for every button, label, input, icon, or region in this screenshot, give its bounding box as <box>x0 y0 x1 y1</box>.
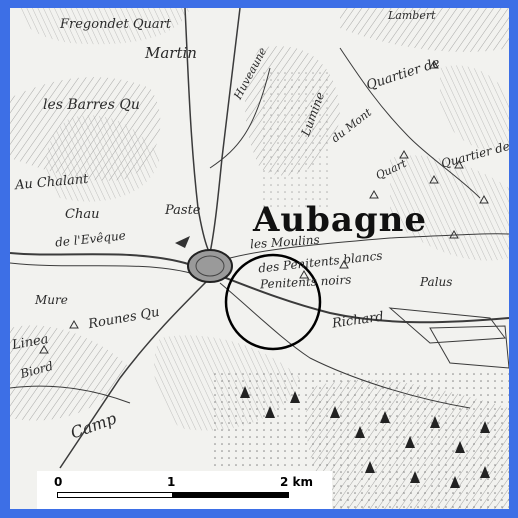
scale-tick-1: 1 <box>167 475 176 489</box>
town-aubagne <box>175 236 233 283</box>
label-martin: Martin <box>145 44 197 62</box>
label-mure: Mure <box>35 293 68 307</box>
scale-fill <box>172 493 288 497</box>
label-town: Aubagne <box>253 200 428 240</box>
scale-tick-0: 0 <box>54 475 63 489</box>
scale-bar: 0 1 2 km <box>37 471 332 509</box>
label-chau: Chau <box>65 207 100 222</box>
label-palus: Palus <box>420 275 453 289</box>
location-highlight-circle <box>224 253 322 351</box>
scale-track <box>57 492 289 498</box>
label-lambert: Lambert <box>388 9 436 22</box>
label-top-left: Fregondet Quart <box>60 17 172 32</box>
scale-tick-2: 2 km <box>280 475 314 489</box>
label-les-barres: les Barres Qu <box>43 97 140 113</box>
rivers-roads <box>10 8 509 469</box>
tree-symbols <box>39 59 489 354</box>
label-paste: Paste <box>165 203 201 218</box>
map-canvas[interactable]: Fregondet Quart Martin Lambert les Barre… <box>10 8 509 509</box>
conifer-symbols <box>240 386 490 488</box>
